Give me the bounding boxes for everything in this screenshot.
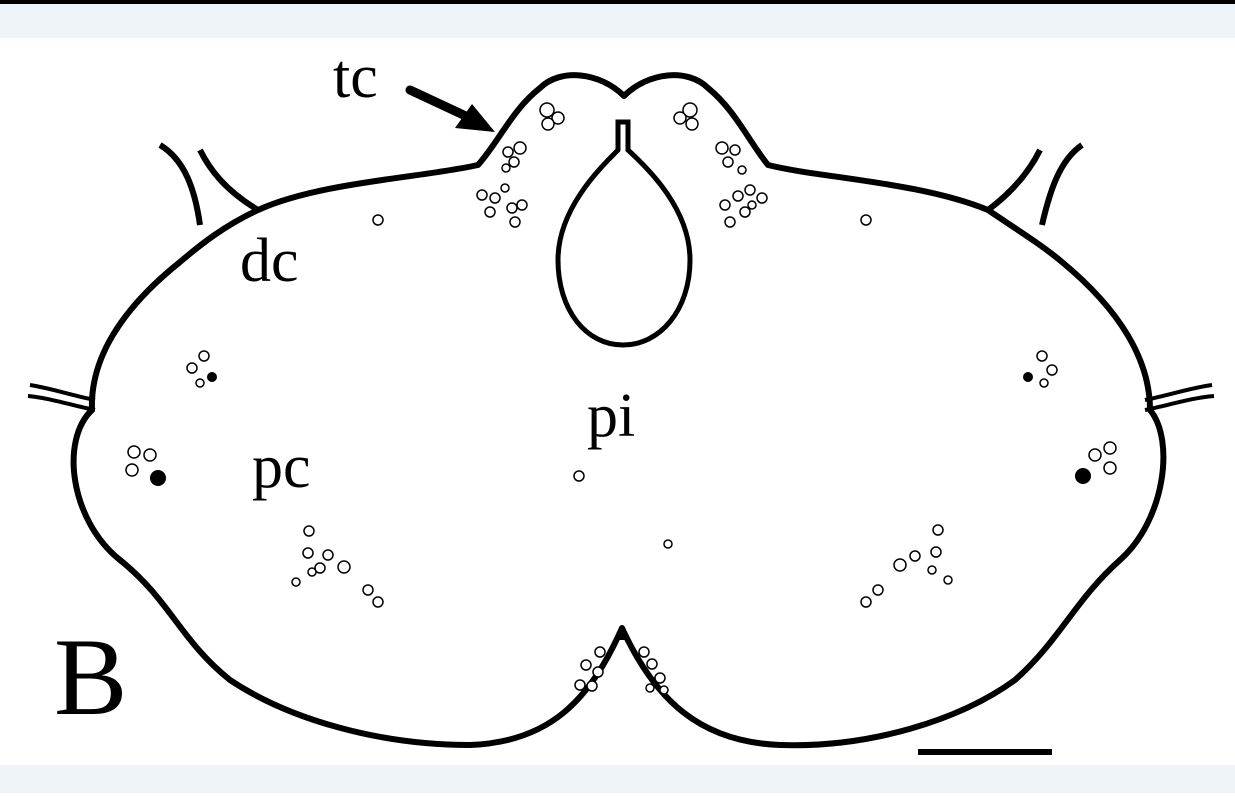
bottom-band bbox=[0, 765, 1235, 793]
label-dc: dc bbox=[240, 230, 299, 292]
dorsal-root-right bbox=[988, 145, 1082, 225]
label-pi: pi bbox=[587, 385, 635, 447]
dorsal-root-left bbox=[160, 145, 258, 225]
label-pc: pc bbox=[252, 436, 311, 498]
scale-bar bbox=[918, 749, 1052, 755]
label-tc: tc bbox=[333, 46, 378, 108]
panel-letter: B bbox=[54, 622, 127, 732]
lateral-root-left bbox=[28, 385, 95, 410]
top-border-line bbox=[0, 0, 1235, 4]
arrow-icon bbox=[410, 90, 495, 132]
top-band bbox=[0, 4, 1235, 38]
lateral-root-right bbox=[1145, 385, 1214, 410]
